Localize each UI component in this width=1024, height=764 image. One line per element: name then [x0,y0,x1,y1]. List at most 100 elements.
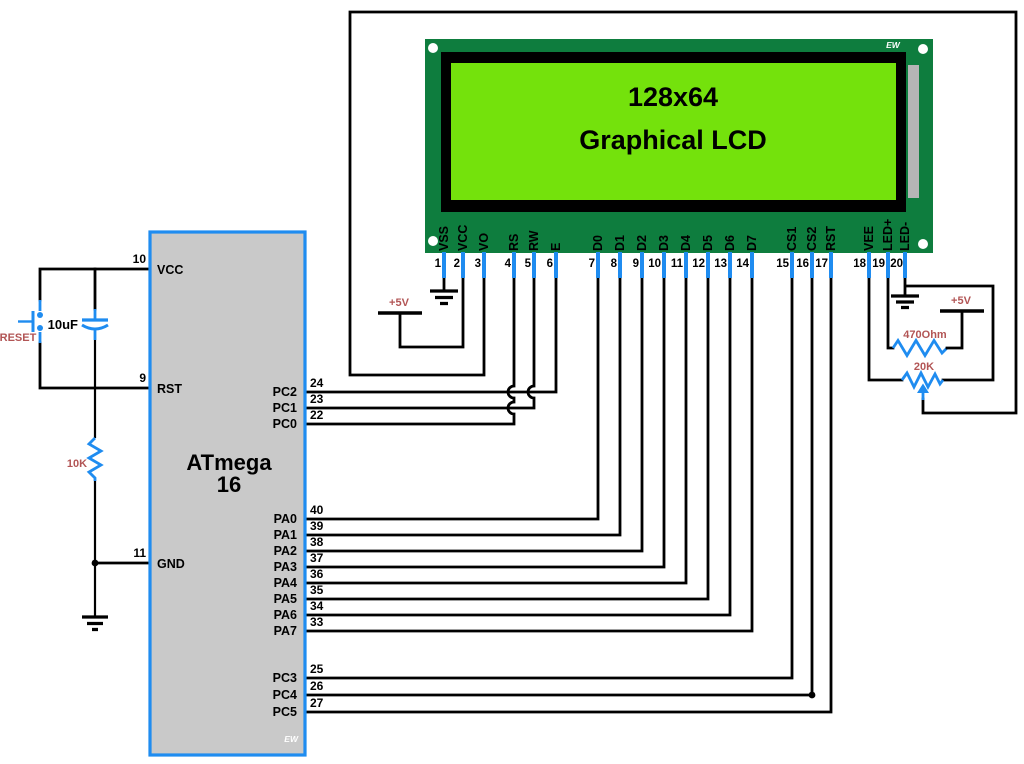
mcu-pin-number: 33 [310,615,324,629]
mcu-pin-right: PA3 37 [274,551,324,574]
lcd-pin: LED+ 19 [872,219,895,270]
lcd-pin-label: CS1 [785,227,799,251]
lcd-mount-hole [428,236,438,246]
lcd-pin: VO 3 [475,233,491,270]
mcu-pin-right: PC3 25 [273,662,324,685]
lcd-pin-number: 19 [872,258,885,270]
mcu-pin-label: PA5 [274,592,297,606]
lcd-pin-label: D6 [723,235,737,251]
mcu-pin-number: 40 [310,503,324,517]
wire-pc5-to-rst [303,276,833,714]
backlight-resistor-body [891,337,948,359]
mcu-pin-number: 36 [310,567,324,581]
lcd-pin-number: 12 [692,258,705,270]
wire-pc4-to-cs2 [303,276,814,697]
mcu-pin-right: PC1 23 [273,392,324,415]
wire-pa0-to-d0 [303,276,600,521]
lcd-pin: D1 8 [611,235,627,270]
lcd-pin: VSS 1 [435,226,451,270]
lcd-pin: D6 13 [714,235,737,270]
backlight-resistor: 470Ohm [891,329,948,359]
mcu-pin-number: 26 [310,679,324,693]
mcu-pin-label: PC4 [273,688,297,702]
wire-vcc-rail [38,267,152,302]
wire-pa2-to-d2 [303,276,644,553]
lcd-watermark: EW [886,40,901,50]
lcd-pin: CS2 16 [796,227,819,270]
lcd-pin-number: 2 [454,258,460,270]
lcd-pin-label: VCC [456,225,470,251]
lcd-pin-number: 1 [435,258,442,270]
lcd-pin: E 6 [547,243,563,270]
lcd-screen-text-line2: Graphical LCD [579,125,767,155]
lcd-pin-number: 5 [525,258,532,270]
lcd-pin-number: 18 [853,258,866,270]
lcd-pin-number: 20 [890,258,903,270]
reset-button-label: RESET [0,332,37,344]
mcu-pin-right: PC0 22 [273,408,324,431]
lcd-pin-label: VSS [437,226,451,251]
ground-symbol-mcu [82,615,108,632]
junction-dot-gnd [91,559,99,567]
backlight-resistor-label: 470Ohm [903,329,947,341]
lcd-pin: RW 5 [525,230,541,270]
lcd-mount-hole [918,239,928,249]
mcu-body [148,230,307,757]
mcu-pin-label: PC1 [273,401,297,415]
mcu-pin-label: PA2 [274,544,297,558]
lcd-pin: LED- 20 [890,222,912,270]
lcd-pin-number: 16 [796,258,809,270]
mcu-pin-right: PC2 24 [273,376,324,399]
lcd-pin-number: 9 [633,258,639,270]
lcd-pin: CS1 15 [776,227,799,270]
junction-dot-cs2 [808,691,816,699]
mcu-name-line1: ATmega [186,450,272,475]
lcd-pin: VCC 2 [454,225,470,270]
ground-symbol-ledminus [891,294,919,310]
lcd-pin-label: RST [824,226,838,251]
mcu-pin-right: PA0 40 [274,503,324,526]
capacitor-label: 10uF [48,317,78,332]
lcd-pin-stubs [442,252,907,278]
mcu-pin-number: 35 [310,583,324,597]
mcu-pin-number: 22 [310,408,324,422]
mcu-pin-number: 23 [310,392,324,406]
mcu-pin-left: 10 VCC [133,252,184,277]
mcu-pin-label: PA0 [274,512,297,526]
wire-pc0-to-rs [303,276,516,426]
mcu-pin-right: PA6 34 [274,599,324,622]
reset-capacitor: 10uF [48,267,109,340]
mcu-pin-number: 34 [310,599,324,613]
lcd-pin-label: D1 [613,235,627,251]
wire-pc3-to-cs1 [303,276,794,680]
pullup-resistor: 10K [67,437,104,481]
lcd-pin-number: 15 [776,258,789,270]
contrast-pot-body [900,369,945,391]
lcd-pin: D0 7 [589,235,605,270]
lcd-pin: D7 14 [736,235,759,270]
supply-left-label: +5V [389,297,410,309]
mcu-pin-label: PC3 [273,671,297,685]
mcu-pin-right: PA4 36 [274,567,324,590]
wire-vcc-to-5v [398,276,465,349]
supply-right-5v: +5V [940,295,984,313]
lcd-pin-label: RW [527,230,541,251]
mcu-pin-right: PA1 39 [274,519,324,542]
wire-vee-to-pot [867,276,904,382]
mcu-pin-label: RST [157,382,182,396]
lcd-pin-label: LED- [898,222,912,251]
wire-vo-contrast-loop [348,10,1018,415]
lcd-pin-number: 8 [611,258,618,270]
mcu-pin-number: 24 [310,376,324,390]
wire-resistor-to-5v [945,311,964,350]
wire-pa4-to-d4 [303,276,688,585]
ground-symbol-vss [430,289,458,306]
supply-left-5v: +5V [378,297,422,315]
reset-circuit: RESET 10uF 10K [0,267,152,632]
supply-right-label: +5V [951,295,972,307]
mcu-pin-number: 9 [139,371,146,385]
lcd-pin: RST 17 [815,226,838,270]
lcd-module: 128x64 Graphical LCD EW VSS 1 VCC 2 VO 3… [425,39,933,278]
lcd-pin-number: 3 [475,258,481,270]
